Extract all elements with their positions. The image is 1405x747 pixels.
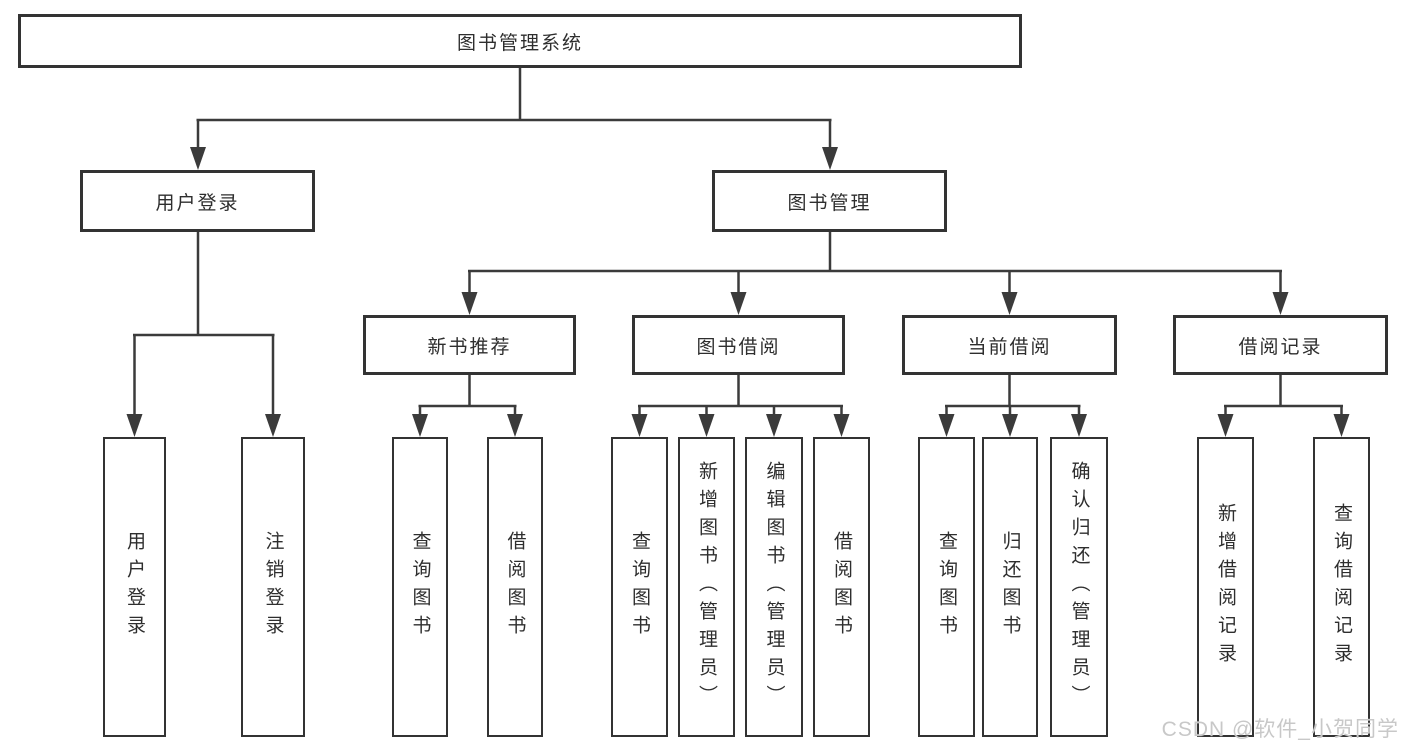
edge-user-login-to-leaves — [126, 232, 281, 437]
node-root: 图书管理系统 — [18, 14, 1022, 68]
node-book-borrow-label: 图书借阅 — [696, 336, 781, 358]
leaf-borrow-borrow-books-label: 借阅图书 — [831, 531, 852, 643]
edge-book-management-to-level3 — [461, 232, 1289, 315]
node-borrow-records-label: 借阅记录 — [1238, 336, 1323, 358]
csdn-watermark: CSDN @软件_小贺同学 — [1161, 718, 1399, 741]
node-user-login-label: 用户登录 — [155, 192, 240, 214]
node-book-borrow: 图书借阅 — [632, 315, 845, 375]
leaf-newbook-borrow-books-label: 借阅图书 — [504, 531, 526, 643]
node-book-management: 图书管理 — [712, 170, 947, 232]
leaf-logout: 注销登录 — [241, 437, 305, 737]
edge-current-borrow-to-leaves — [938, 375, 1087, 437]
leaf-current-confirm-return-admin-label: 确认归还（管理员） — [1068, 461, 1090, 713]
leaf-borrow-query-books: 查询图书 — [611, 437, 668, 737]
node-root-label: 图书管理系统 — [456, 32, 583, 54]
leaf-user-login: 用户登录 — [103, 437, 166, 737]
leaf-logout-label: 注销登录 — [262, 531, 284, 643]
leaf-records-query-record-label: 查询借阅记录 — [1331, 503, 1352, 671]
leaf-borrow-edit-books-admin-label: 编辑图书（管理员） — [763, 461, 785, 713]
leaf-newbook-query-books-label: 查询图书 — [409, 531, 431, 643]
edge-new-book-recommend-to-leaves — [412, 375, 523, 437]
leaf-current-query-books-label: 查询图书 — [936, 531, 957, 643]
node-current-borrow-label: 当前借阅 — [967, 336, 1052, 358]
leaf-newbook-borrow-books: 借阅图书 — [487, 437, 543, 737]
edge-root-to-level2 — [190, 68, 838, 170]
node-user-login: 用户登录 — [80, 170, 315, 232]
node-new-book-recommend: 新书推荐 — [363, 315, 576, 375]
leaf-current-confirm-return-admin: 确认归还（管理员） — [1050, 437, 1108, 737]
leaf-borrow-add-books-admin-label: 新增图书（管理员） — [696, 461, 717, 713]
node-book-management-label: 图书管理 — [787, 192, 872, 214]
node-borrow-records: 借阅记录 — [1173, 315, 1388, 375]
leaf-current-return-books-label: 归还图书 — [999, 531, 1021, 643]
leaf-user-login-label: 用户登录 — [124, 531, 145, 643]
leaf-current-query-books: 查询图书 — [918, 437, 975, 737]
edge-borrow-records-to-leaves — [1217, 375, 1350, 437]
leaf-borrow-edit-books-admin: 编辑图书（管理员） — [745, 437, 803, 737]
node-current-borrow: 当前借阅 — [902, 315, 1117, 375]
edge-book-borrow-to-leaves — [631, 375, 850, 437]
leaf-records-query-record: 查询借阅记录 — [1313, 437, 1370, 737]
leaf-borrow-borrow-books: 借阅图书 — [813, 437, 870, 737]
leaf-newbook-query-books: 查询图书 — [392, 437, 448, 737]
leaf-borrow-add-books-admin: 新增图书（管理员） — [678, 437, 735, 737]
leaf-records-add-record-label: 新增借阅记录 — [1215, 503, 1236, 671]
leaf-records-add-record: 新增借阅记录 — [1197, 437, 1254, 737]
node-new-book-recommend-label: 新书推荐 — [427, 336, 512, 358]
leaf-borrow-query-books-label: 查询图书 — [629, 531, 650, 643]
leaf-current-return-books: 归还图书 — [982, 437, 1038, 737]
